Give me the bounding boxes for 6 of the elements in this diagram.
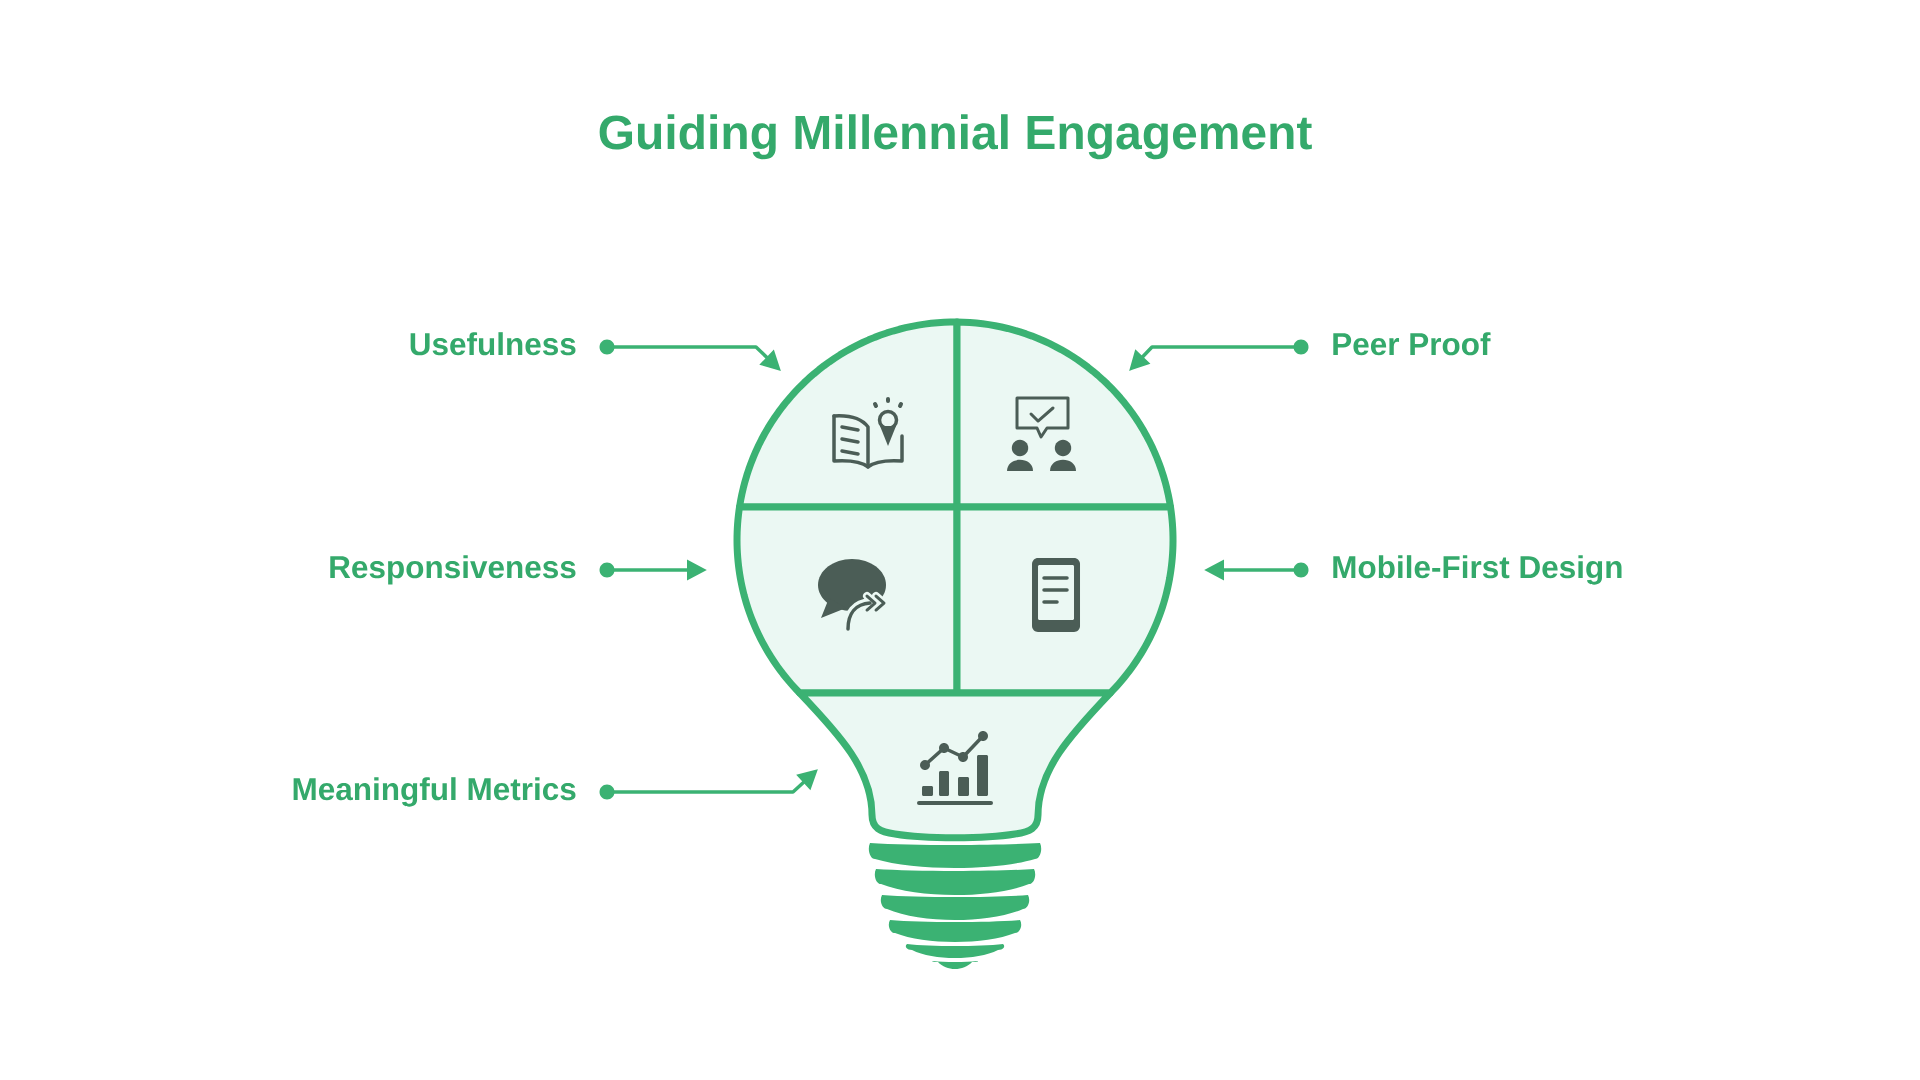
label: Usefulness [410,332,576,356]
title: Guiding Millennial Engagement [599,114,1312,160]
label: Peer Proof [1333,332,1491,356]
label: Responsiveness [330,555,576,585]
label: Meaningful Metrics [293,777,576,807]
label: Mobile-First Design [1333,555,1622,585]
